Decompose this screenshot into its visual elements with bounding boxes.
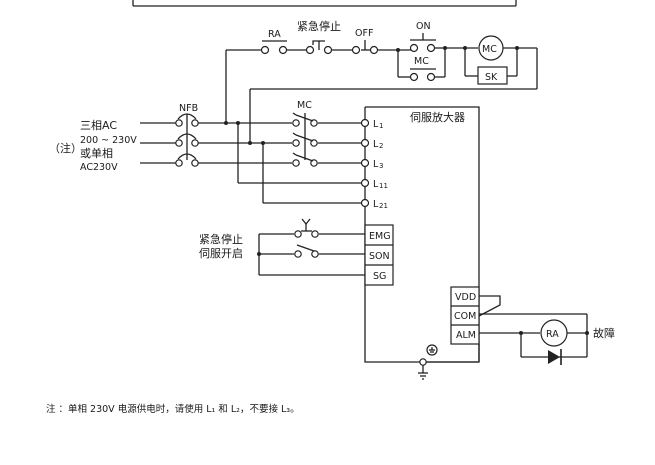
mc-main-label: MC bbox=[297, 100, 312, 111]
power-input-label: （注） 三相AC 200 ~ 230V 或单相 AC230V bbox=[49, 119, 137, 173]
terminal-l11-label: L bbox=[373, 179, 379, 190]
terminal-l21-label: L bbox=[373, 199, 379, 210]
terminal-l1: L 1 bbox=[360, 118, 383, 130]
terminal-emg: EMG bbox=[369, 231, 391, 242]
terminal-l2: L 2 bbox=[360, 138, 383, 150]
terminal-l21: L 21 bbox=[360, 198, 388, 210]
terminal-l3-label: L bbox=[373, 159, 379, 170]
on-button: ON bbox=[409, 21, 436, 53]
emergency-stop-label: 紧急停止 bbox=[297, 19, 341, 33]
note-marker: （注） bbox=[49, 141, 82, 155]
terminal-l1-label: L bbox=[373, 119, 379, 130]
ra-relay-label: RA bbox=[546, 329, 559, 340]
ra-contact: RA bbox=[260, 29, 288, 55]
terminal-l2-label: L bbox=[373, 139, 379, 150]
top-frame bbox=[132, 0, 517, 7]
power-line-1: 三相AC bbox=[80, 119, 117, 132]
alarm-circuit: RA 故障 bbox=[478, 295, 615, 365]
nfb-breaker: NFB bbox=[140, 103, 199, 167]
terminal-l3-sub: 3 bbox=[379, 162, 383, 170]
output-terminal-block: VDD COM ALM bbox=[450, 286, 480, 345]
input-terminal-block: EMG SON SG bbox=[364, 224, 394, 286]
terminal-l11-sub: 11 bbox=[379, 182, 388, 190]
mc-holding-contact: MC bbox=[397, 50, 445, 82]
ra-relay-coil: RA bbox=[540, 319, 568, 347]
nfb-label: NFB bbox=[179, 103, 198, 114]
mc-coil: MC bbox=[478, 35, 504, 61]
power-line-4: AC230V bbox=[80, 162, 118, 173]
servo-amplifier: 伺服放大器 L 1 L 2 L 3 L 11 L 21 bbox=[360, 106, 480, 380]
ground-symbol bbox=[418, 344, 438, 380]
mc-coil-label: MC bbox=[482, 44, 497, 55]
terminal-com: COM bbox=[454, 311, 476, 322]
fault-label: 故障 bbox=[593, 326, 615, 340]
power-line-3: 或单相 bbox=[80, 147, 113, 160]
emergency-stop-input-label: 紧急停止 bbox=[199, 232, 243, 246]
flyback-diode bbox=[548, 349, 562, 365]
surge-killer: SK bbox=[464, 48, 518, 85]
mc-holding-contact-label: MC bbox=[414, 56, 429, 67]
son-switch bbox=[294, 244, 365, 258]
terminal-alm: ALM bbox=[456, 330, 476, 341]
terminal-l1-sub: 1 bbox=[379, 122, 383, 130]
terminal-l3: L 3 bbox=[360, 158, 383, 170]
off-button-label: OFF bbox=[355, 28, 373, 39]
mc-main-contactor: MC bbox=[292, 100, 361, 167]
emg-switch bbox=[294, 218, 365, 238]
power-wiring bbox=[198, 121, 361, 204]
terminal-sg: SG bbox=[373, 271, 386, 282]
terminal-l21-sub: 21 bbox=[379, 202, 388, 210]
footnote: 注 ：单相 230V 电源供电时，请使用 L₁ 和 L₂，不要接 L₃。 bbox=[46, 403, 300, 415]
off-button: OFF bbox=[351, 28, 379, 55]
servo-amplifier-title: 伺服放大器 bbox=[410, 110, 465, 124]
input-switches: 紧急停止 伺服开启 bbox=[199, 218, 365, 276]
terminal-son: SON bbox=[369, 251, 390, 262]
surge-killer-label: SK bbox=[485, 72, 498, 83]
terminal-l11: L 11 bbox=[360, 178, 388, 190]
on-button-label: ON bbox=[416, 21, 431, 32]
power-line-2: 200 ~ 230V bbox=[80, 135, 137, 146]
terminal-vdd: VDD bbox=[455, 292, 476, 303]
ra-contact-label: RA bbox=[268, 29, 281, 40]
terminal-l2-sub: 2 bbox=[379, 142, 383, 150]
emergency-stop-button: 紧急停止 bbox=[297, 19, 341, 55]
control-circuit: RA 紧急停止 OFF ON bbox=[225, 19, 538, 130]
servo-on-input-label: 伺服开启 bbox=[199, 247, 243, 260]
